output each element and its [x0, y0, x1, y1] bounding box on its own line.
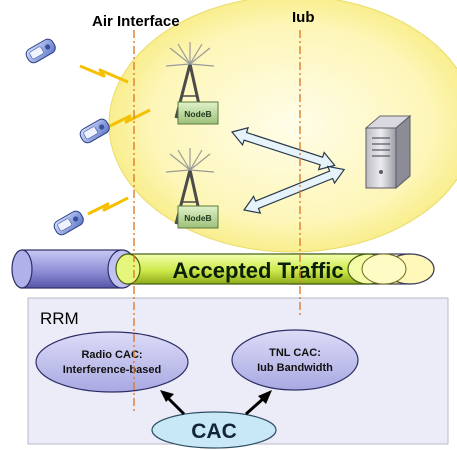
server-icon [364, 114, 412, 190]
nodeb-label: NodeB [184, 109, 211, 119]
cac-to-radio-arrow [160, 390, 186, 416]
air-interface-label: Air Interface [92, 13, 180, 30]
nodeb-label: NodeB [184, 213, 211, 223]
tnl-cac-title: TNL CAC: [269, 347, 321, 359]
radio-cac-title: Radio CAC: [81, 349, 142, 361]
rrm-title: RRM [40, 309, 79, 328]
radio-link-bolt [87, 196, 129, 216]
cac-to-tnl-arrow [245, 390, 272, 416]
nodeb-box: NodeB [177, 205, 219, 229]
cac-oval [151, 411, 277, 449]
radio-cac-subtitle: Interference-based [63, 364, 161, 376]
iub-link-arrow [242, 165, 346, 214]
iub-link-arrow [230, 126, 336, 171]
radio-link-bolt [79, 64, 129, 84]
cac-label: CAC [191, 420, 237, 443]
mobile-phone-icon [25, 38, 56, 64]
radio-cac-oval [35, 331, 189, 393]
nodeb-box: NodeB [177, 101, 219, 125]
iub-label: Iub [292, 9, 315, 26]
mobile-phone-icon [53, 210, 84, 236]
tnl-cac-subtitle: Iub Bandwidth [257, 362, 333, 374]
accepted-traffic-label: Accepted Traffic [172, 258, 343, 283]
traffic-pipe [11, 249, 435, 289]
mobile-phone-icon [79, 118, 110, 144]
tnl-cac-oval [231, 329, 359, 391]
radio-link-bolt [109, 108, 151, 128]
coverage-area [108, 0, 457, 253]
